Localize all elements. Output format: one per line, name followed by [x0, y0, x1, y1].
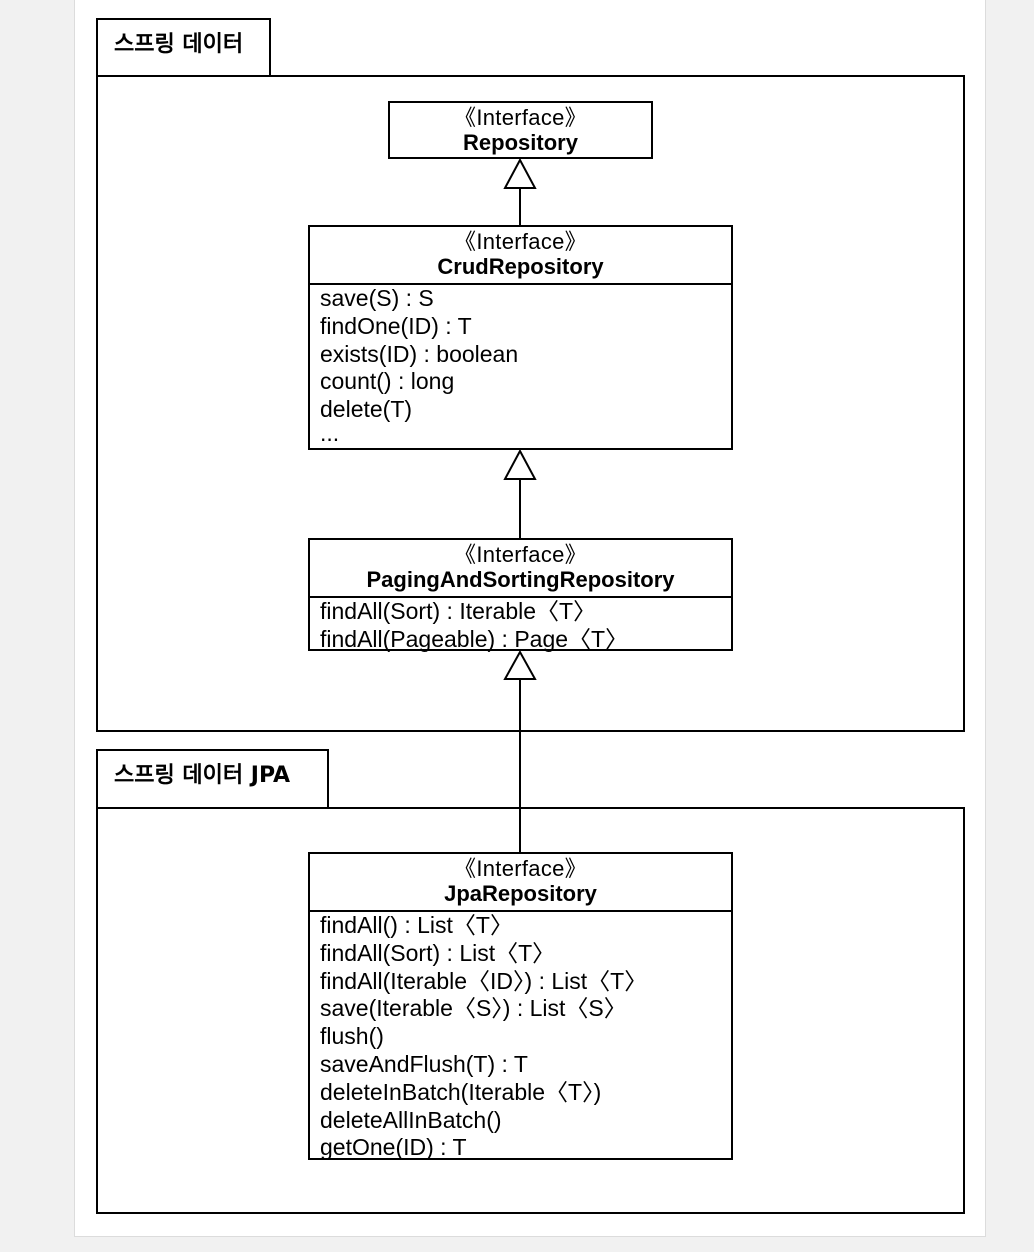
package-tab-spring-data-jpa: 스프링 데이터 JPA: [96, 749, 329, 809]
method-item: getOne(ID) : T: [320, 1134, 467, 1161]
method-item: findOne(ID) : T: [320, 312, 472, 339]
class-header-paging-and-sorting-repository: 《Interface》 PagingAndSortingRepository: [310, 540, 731, 598]
package-tab-spring-data: 스프링 데이터: [96, 18, 271, 77]
stereotype-label: 《Interface》: [454, 542, 587, 567]
method-list-crud-repository: save(S) : S findOne(ID) : T exists(ID) :…: [310, 285, 731, 446]
method-item: saveAndFlush(T) : T: [320, 1050, 528, 1077]
stereotype-label: 《Interface》: [454, 229, 587, 254]
method-item: deleteAllInBatch(): [320, 1106, 502, 1133]
class-name-paging-and-sorting-repository: PagingAndSortingRepository: [366, 567, 675, 592]
method-item: findAll(Iterable〈ID〉) : List〈T〉: [320, 967, 648, 994]
method-item: findAll(Pageable) : Page〈T〉: [320, 625, 629, 652]
class-name-jpa-repository: JpaRepository: [444, 881, 597, 906]
class-header-repository: 《Interface》 Repository: [390, 103, 651, 157]
method-item: deleteInBatch(Iterable〈T〉): [320, 1078, 602, 1105]
method-item: findAll(Sort) : Iterable〈T〉: [320, 598, 597, 624]
class-header-crud-repository: 《Interface》 CrudRepository: [310, 227, 731, 285]
method-item: findAll() : List〈T〉: [320, 912, 513, 938]
class-box-crud-repository: 《Interface》 CrudRepository save(S) : S f…: [308, 225, 733, 450]
method-list-paging-and-sorting-repository: findAll(Sort) : Iterable〈T〉 findAll(Page…: [310, 598, 731, 654]
method-item: save(Iterable〈S〉) : List〈S〉: [320, 995, 627, 1022]
class-box-jpa-repository: 《Interface》 JpaRepository findAll() : Li…: [308, 852, 733, 1160]
method-item: flush(): [320, 1023, 384, 1050]
method-item: delete(T): [320, 396, 413, 423]
method-item: ...: [320, 419, 340, 446]
method-item: findAll(Sort) : List〈T〉: [320, 939, 556, 966]
class-name-repository: Repository: [463, 130, 578, 155]
class-header-jpa-repository: 《Interface》 JpaRepository: [310, 854, 731, 912]
stereotype-label: 《Interface》: [454, 856, 587, 881]
method-list-jpa-repository: findAll() : List〈T〉 findAll(Sort) : List…: [310, 912, 731, 1162]
method-item: count() : long: [320, 368, 455, 395]
package-label-spring-data: 스프링 데이터: [114, 32, 244, 57]
method-item: exists(ID) : boolean: [320, 340, 519, 367]
class-name-crud-repository: CrudRepository: [437, 254, 604, 279]
stereotype-label: 《Interface》: [454, 105, 587, 130]
package-label-spring-data-jpa: 스프링 데이터 JPA: [114, 763, 291, 788]
class-box-repository: 《Interface》 Repository: [388, 101, 653, 159]
class-box-paging-and-sorting-repository: 《Interface》 PagingAndSortingRepository f…: [308, 538, 733, 654]
method-item: save(S) : S: [320, 285, 434, 311]
